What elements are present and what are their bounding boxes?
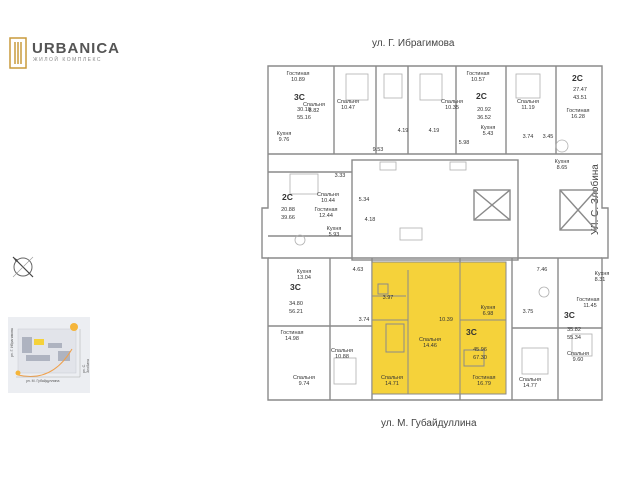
room-label: 4.19 <box>397 128 409 134</box>
room-label: Спальня <box>418 337 442 343</box>
minimap-street-right: ул. С. Злобина <box>82 359 90 373</box>
room-label: 14.71 <box>385 381 399 387</box>
site-minimap: ул. Г. Ибрагимова ул. М. Губайдуллина ул… <box>8 317 90 393</box>
room-label: 14.46 <box>423 343 437 349</box>
street-top: ул. Г. Ибрагимова <box>372 38 455 49</box>
minimap-street-left: ул. Г. Ибрагимова <box>10 328 14 357</box>
room-label: 3.74 <box>522 134 534 140</box>
room-label: 3.97 <box>382 295 394 301</box>
room-label: Спальня <box>330 348 354 354</box>
room-label: Спальня <box>516 99 540 105</box>
room-label: 5.93 <box>328 232 340 238</box>
room-label: 9.60 <box>572 357 584 363</box>
room-label: 6.98 <box>482 311 494 317</box>
room-label: 30.18 <box>297 107 311 113</box>
room-label: 10.89 <box>291 77 305 83</box>
room-label: Кухня <box>554 159 570 165</box>
room-label: 3.75 <box>522 309 534 315</box>
room-label: Гостиная <box>286 71 310 77</box>
apartment-type-label: 3С <box>466 327 477 337</box>
room-label: Кухня <box>296 269 312 275</box>
room-label: 36.52 <box>477 115 491 121</box>
room-label: 5.98 <box>458 140 470 146</box>
room-label: 8.65 <box>556 165 568 171</box>
room-label: Гостиная <box>472 375 496 381</box>
room-label: Гостиная <box>280 330 304 336</box>
room-label: 35.82 <box>567 327 581 333</box>
room-label: 11.19 <box>521 105 535 111</box>
room-label: Гостиная <box>576 297 600 303</box>
room-label: 56.21 <box>289 309 303 315</box>
room-label: 14.77 <box>523 383 537 389</box>
room-label: 45.96 <box>473 347 487 353</box>
apartment-type-label: 3С <box>564 310 575 320</box>
room-label: 10.35 <box>445 105 459 111</box>
room-label: Спальня <box>292 375 316 381</box>
minimap-drawing <box>15 323 81 378</box>
room-label: 8.82 <box>308 108 320 114</box>
room-label: 4.19 <box>428 128 440 134</box>
room-label: Спальня <box>316 192 340 198</box>
compass-icon <box>12 256 34 278</box>
room-label: 14.98 <box>285 336 299 342</box>
room-label: Спальня <box>380 375 404 381</box>
room-label: 9.53 <box>372 147 384 153</box>
room-label: 5.43 <box>482 131 494 137</box>
room-label: 11.45 <box>583 303 597 309</box>
room-label: 39.66 <box>281 215 295 221</box>
room-label: 16.79 <box>477 381 491 387</box>
room-label: Кухня <box>480 125 496 131</box>
brand-name: URBANICA <box>32 40 120 57</box>
apartment-type-label: 3С <box>290 282 301 292</box>
room-label: 20.88 <box>281 207 295 213</box>
room-label: 67.30 <box>473 355 487 361</box>
room-label: 13.04 <box>297 275 311 281</box>
apartment-type-label: 3С <box>294 92 305 102</box>
room-label: 3.74 <box>358 317 370 323</box>
room-label: 4.18 <box>364 217 376 223</box>
room-label: Кухня <box>326 226 342 232</box>
room-label: 9.74 <box>298 381 310 387</box>
room-label: 20.92 <box>477 107 491 113</box>
apartment-type-label: 2С <box>476 91 487 101</box>
room-label: 5.34 <box>358 197 370 203</box>
room-label: Кухня <box>480 305 496 311</box>
street-bottom: ул. М. Губайдуллина <box>381 418 477 429</box>
room-label: 55.34 <box>567 335 581 341</box>
room-label: 8.31 <box>594 277 606 283</box>
room-label: Спальня <box>440 99 464 105</box>
room-label: 10.47 <box>341 105 355 111</box>
room-label: 10.88 <box>335 354 349 360</box>
room-label: Спальня <box>336 99 360 105</box>
apartment-type-label: 2С <box>282 192 293 202</box>
room-label: 4.63 <box>352 267 364 273</box>
room-label: Гостиная <box>314 207 338 213</box>
room-label: 10.44 <box>321 198 335 204</box>
room-label: Спальня <box>302 102 326 108</box>
room-label: Кухня <box>594 271 610 277</box>
room-label: Кухня <box>276 131 292 137</box>
urbanica-logo-icon <box>9 37 27 69</box>
room-label: 43.51 <box>573 95 587 101</box>
room-label: 10.57 <box>471 77 485 83</box>
room-label: Спальня <box>566 351 590 357</box>
room-label: 7.46 <box>536 267 548 273</box>
room-label: 27.47 <box>573 87 587 93</box>
room-label: 16.28 <box>571 114 585 120</box>
brand-tagline: ЖИЛОЙ КОМПЛЕКС <box>33 57 102 63</box>
minimap-street-bottom: ул. М. Губайдуллина <box>26 379 60 383</box>
floor-plan-walls <box>261 65 609 401</box>
apartment-type-label: 2С <box>572 73 583 83</box>
room-label: Спальня <box>518 377 542 383</box>
room-label: Гостиная <box>466 71 490 77</box>
room-label: 12.44 <box>319 213 333 219</box>
room-label: 3.45 <box>542 134 554 140</box>
room-label: 10.39 <box>439 317 453 323</box>
room-label: 55.16 <box>297 115 311 121</box>
room-label: 9.76 <box>278 137 290 143</box>
room-label: Гостиная <box>566 108 590 114</box>
room-label: 3.33 <box>334 173 346 179</box>
room-label: 34.80 <box>289 301 303 307</box>
